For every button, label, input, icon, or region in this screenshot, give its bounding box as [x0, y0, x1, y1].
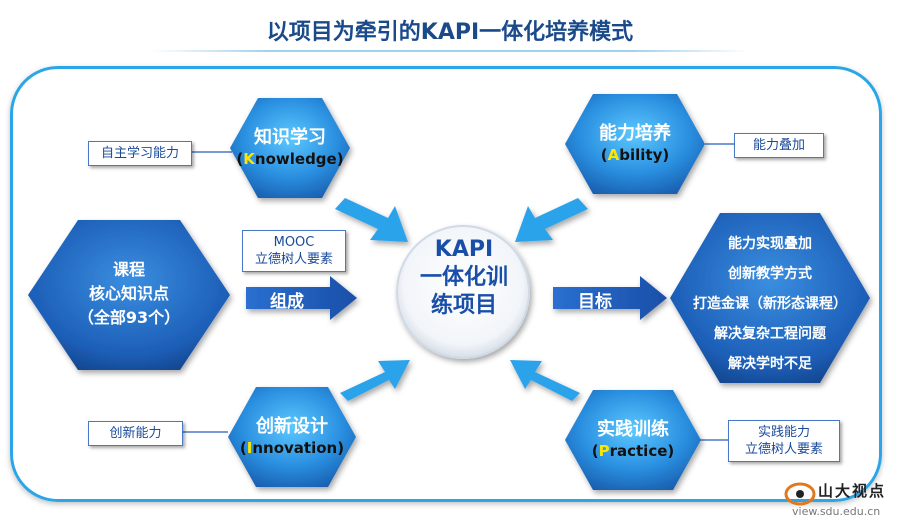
arrow-ability-to-center — [515, 198, 588, 242]
course-line-1: 课程 — [112, 260, 145, 279]
arrow-innovation-to-center — [340, 360, 410, 401]
compose-label: 组成 — [270, 292, 304, 312]
practice-title: 实践训练 — [597, 419, 669, 440]
logo-pupil-icon — [796, 490, 804, 498]
knowledge-initial: K — [243, 150, 255, 168]
innovation-hexagon — [228, 387, 356, 487]
goal-item: 能力实现叠加 — [728, 236, 812, 252]
ability-title: 能力培养 — [599, 123, 671, 144]
practice-label: 实践训练 (Practice) — [583, 410, 683, 470]
arrow-compose — [246, 276, 357, 320]
knowledge-label: 知识学习 (Knowledge) — [236, 118, 343, 178]
course-line-2: 核心知识点 — [88, 284, 169, 303]
course-hexagon — [28, 220, 230, 370]
center-line-3: 练项目 — [430, 293, 497, 318]
goals-list: 能力实现叠加 创新教学方式 打造金课（新形态课程） 解决复杂工程问题 解决学时不… — [685, 229, 855, 379]
tag-practice-line2: 立德树人要素 — [744, 442, 823, 457]
goal-item: 解决学时不足 — [728, 356, 812, 372]
innovation-initial: I — [246, 439, 253, 457]
title-underline — [150, 50, 750, 52]
course-label: 课程 核心知识点 （全部93个） — [58, 258, 200, 330]
center-line-2: 一体化训 — [419, 265, 508, 290]
tag-self-study: 自主学习能力 — [88, 141, 192, 166]
center-label: KAPI 一体化训 练项目 — [405, 236, 523, 320]
goal-label: 目标 — [578, 292, 612, 312]
watermark-logo — [784, 482, 816, 506]
goals-hexagon — [670, 213, 870, 383]
innovation-title: 创新设计 — [256, 416, 328, 437]
knowledge-subtitle: (Knowledge) — [236, 150, 344, 168]
ability-initial: A — [607, 146, 620, 164]
innovation-subtitle: (Innovation) — [239, 439, 345, 457]
innovation-label: 创新设计 (Innovation) — [232, 407, 352, 467]
watermark-brand: 山大视点 — [818, 482, 887, 500]
tag-innovation-ability: 创新能力 — [88, 421, 183, 446]
knowledge-title: 知识学习 — [254, 127, 326, 148]
diagram-title: 以项目为牵引的KAPI一体化培养模式 — [266, 20, 634, 45]
tag-mooc-line2: 立德树人要素 — [254, 252, 333, 267]
tag-mooc-line1: MOOC — [273, 235, 315, 250]
ability-label: 能力培养 (Ability) — [585, 114, 685, 174]
course-line-3: （全部93个） — [77, 308, 181, 327]
tag-practice-line1: 实践能力 — [757, 425, 810, 440]
arrow-knowledge-to-center — [335, 198, 408, 242]
ability-rest: bility — [619, 146, 663, 164]
arrow-goal — [553, 276, 667, 320]
ability-hexagon — [565, 94, 705, 194]
center-line-1: KAPI — [434, 237, 494, 262]
logo-eye-icon — [784, 482, 816, 506]
center-circle — [396, 225, 530, 359]
practice-hexagon — [565, 390, 701, 490]
practice-subtitle: (Practice) — [591, 442, 675, 460]
watermark-url: view.sdu.edu.cn — [792, 505, 881, 518]
goal-item: 解决复杂工程问题 — [714, 326, 826, 342]
tag-ability-stack: 能力叠加 — [734, 133, 824, 158]
goal-item: 创新教学方式 — [728, 266, 812, 282]
tag-mooc: MOOC 立德树人要素 — [242, 230, 346, 272]
innovation-rest: nnovation — [252, 439, 338, 457]
outer-frame — [10, 66, 882, 502]
knowledge-rest: nowledge — [254, 150, 337, 168]
knowledge-hexagon — [230, 98, 350, 198]
practice-initial: P — [598, 442, 610, 460]
goal-item: 打造金课（新形态课程） — [693, 296, 847, 312]
ability-subtitle: (Ability) — [600, 146, 670, 164]
practice-rest: ractice — [609, 442, 668, 460]
tag-practice: 实践能力 立德树人要素 — [728, 420, 840, 462]
arrow-practice-to-center — [510, 360, 580, 401]
